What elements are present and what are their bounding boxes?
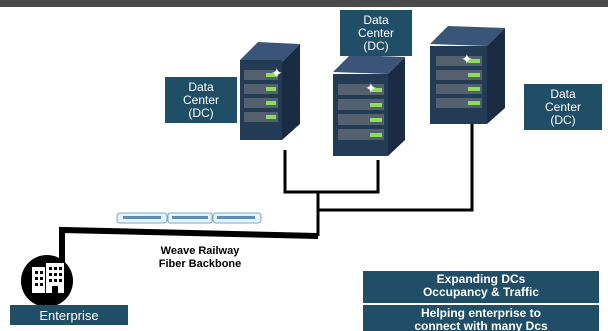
- svg-text:✦: ✦: [365, 81, 377, 97]
- dc1-link: [283, 150, 380, 194]
- datacenter-label: Data Center (DC): [340, 10, 412, 56]
- fiber-backbone-line: [59, 226, 319, 262]
- datacenter-label: Data Center (DC): [524, 84, 602, 130]
- enterprise-building-icon: [21, 255, 73, 307]
- info-box-helping: Helping enterprise to connect with many …: [363, 305, 599, 331]
- train-icon: [116, 212, 262, 224]
- enterprise-label: Enterprise: [10, 305, 128, 325]
- backbone-caption: Weave Railway Fiber Backbone: [158, 245, 242, 270]
- server-icon: ✦: [240, 42, 300, 140]
- server-icon: ✦: [430, 26, 505, 124]
- svg-text:✦: ✦: [271, 66, 283, 82]
- info-box-expanding: Expanding DCs Occupancy & Traffic: [363, 271, 599, 303]
- connection-lines: [283, 122, 474, 236]
- svg-text:✦: ✦: [461, 52, 473, 68]
- dc3-link: [318, 122, 474, 212]
- top-border: [0, 0, 608, 7]
- server-icon: ✦: [333, 55, 405, 156]
- datacenter-label: Data Center (DC): [165, 77, 237, 123]
